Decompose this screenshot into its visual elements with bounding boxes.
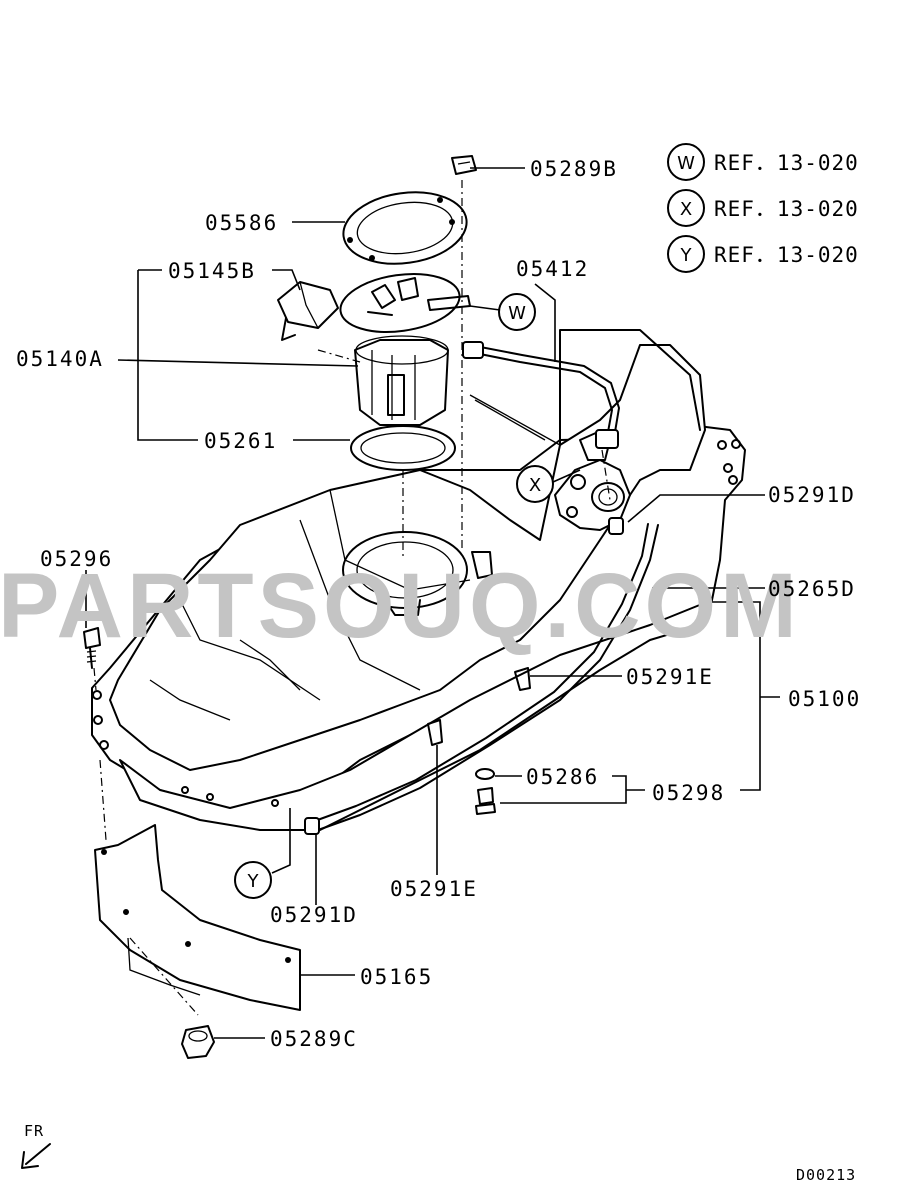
diagram-code: D00213 [796, 1166, 856, 1184]
reference-legend: W REF．13-020 X REF．13-020 Y REF．13-020 [667, 143, 859, 273]
fuel-pump-module-05140A[interactable] [277, 155, 477, 471]
leader-lines [85, 167, 780, 1039]
front-direction-indicator: FR [21, 1122, 51, 1169]
label-05412[interactable]: 05412 [516, 257, 589, 281]
label-05140A[interactable]: 05140A [16, 347, 104, 371]
callout-W[interactable]: W [498, 293, 536, 331]
callout-Y[interactable]: Y [234, 861, 272, 899]
front-arrow-icon [21, 1143, 51, 1169]
label-05145B[interactable]: 05145B [168, 259, 256, 283]
label-05165[interactable]: 05165 [360, 965, 433, 989]
label-05586[interactable]: 05586 [205, 211, 278, 235]
label-05100[interactable]: 05100 [788, 687, 861, 711]
label-05298[interactable]: 05298 [652, 781, 725, 805]
reference-X-text: REF．13-020 [714, 197, 859, 221]
label-05291D-right[interactable]: 05291D [768, 483, 856, 507]
label-05286[interactable]: 05286 [526, 765, 599, 789]
label-05289B[interactable]: 05289B [530, 157, 618, 181]
reference-W-letter: W [677, 153, 695, 174]
label-05296[interactable]: 05296 [40, 547, 113, 571]
reference-Y-text: REF．13-020 [714, 243, 859, 267]
fuel-tank-05100[interactable] [91, 329, 746, 835]
watermark: PARTSOUQ.COM [0, 555, 801, 657]
reference-W-text: REF．13-020 [714, 151, 859, 175]
fasteners [83, 180, 611, 1059]
front-label: FR [24, 1122, 44, 1140]
label-05265D[interactable]: 05265D [768, 577, 856, 601]
callout-W-letter: W [508, 303, 526, 324]
label-05289C[interactable]: 05289C [270, 1027, 358, 1051]
callout-X[interactable]: X [516, 465, 554, 503]
reference-X-letter: X [680, 199, 692, 220]
callout-Y-letter: Y [247, 871, 260, 892]
reference-W[interactable]: W REF．13-020 [667, 143, 859, 181]
label-05261[interactable]: 05261 [204, 429, 277, 453]
label-05291E-right[interactable]: 05291E [626, 665, 714, 689]
fuel-pump-harness-05412[interactable] [462, 341, 620, 449]
tank-shield-05165[interactable] [94, 824, 301, 1011]
callout-X-letter: X [529, 475, 541, 496]
label-05291E-bottom[interactable]: 05291E [390, 877, 478, 901]
label-05291D-bottom[interactable]: 05291D [270, 903, 358, 927]
reference-Y[interactable]: Y REF．13-020 [667, 235, 859, 273]
reference-X[interactable]: X REF．13-020 [667, 189, 859, 227]
reference-Y-letter: Y [680, 245, 693, 266]
